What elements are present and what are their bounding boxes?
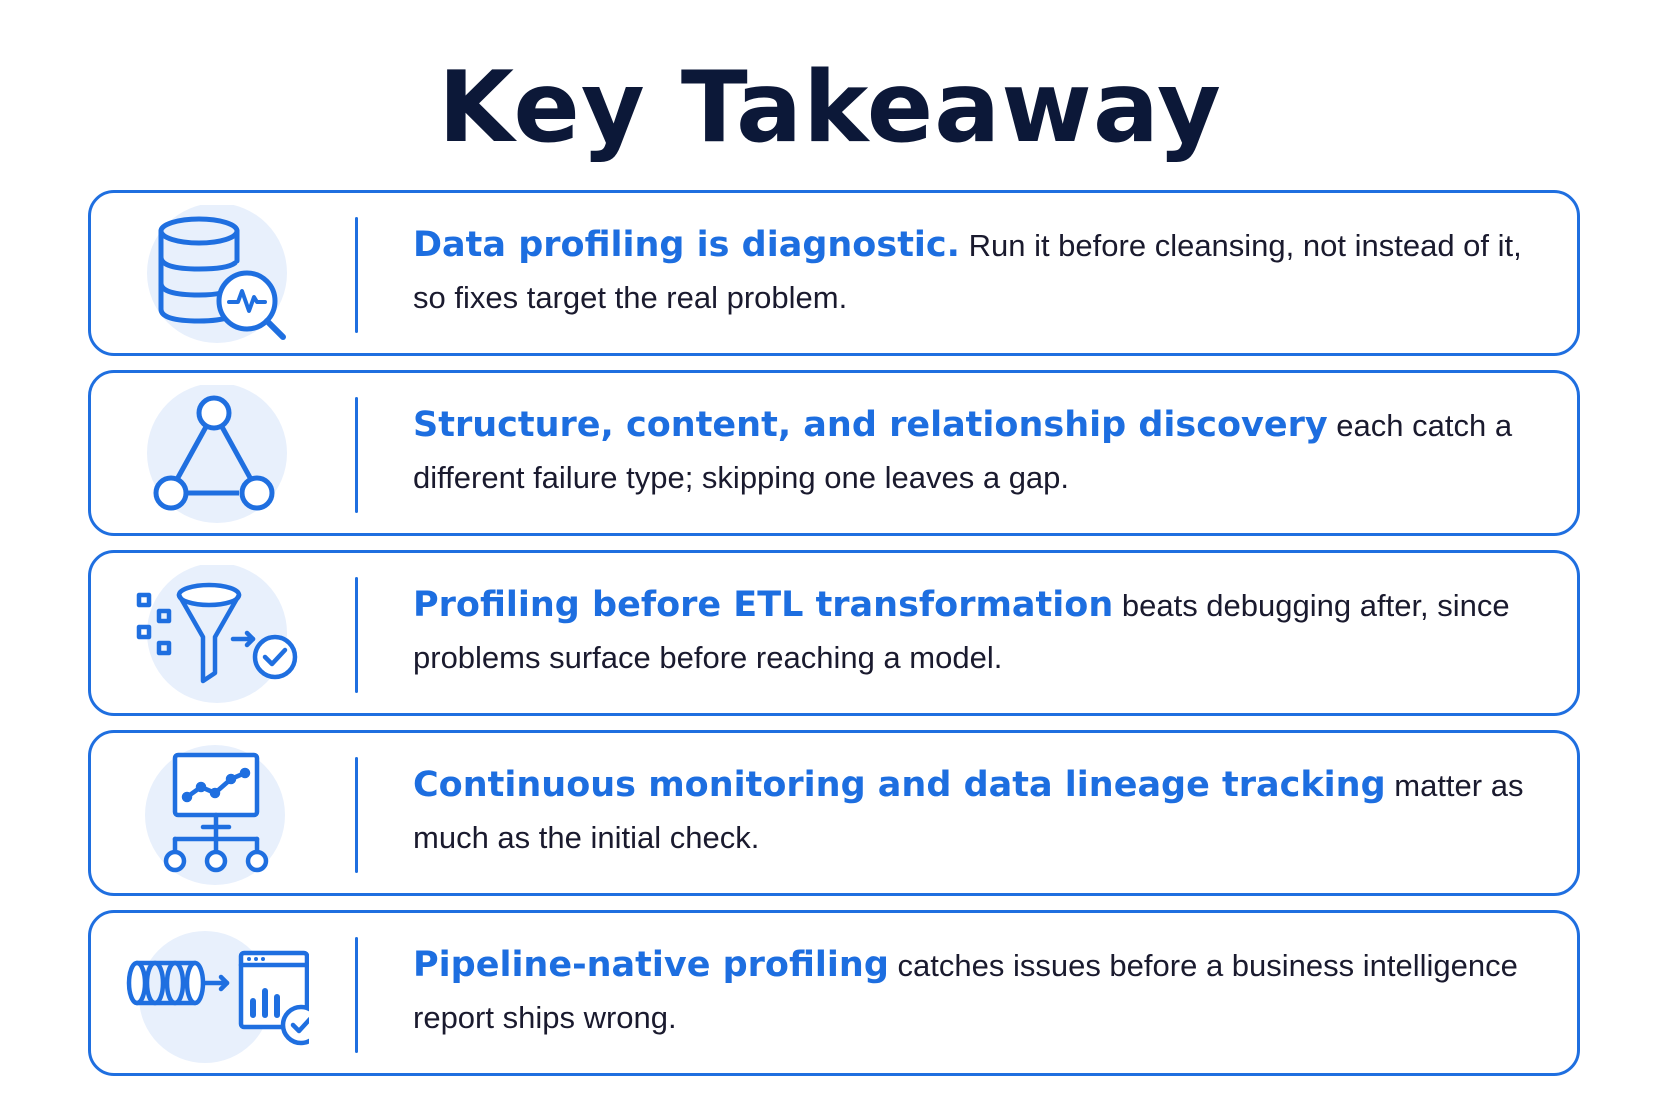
takeaway-card-profiling-diagnostic: Data profiling is diagnostic. Run it bef…: [88, 190, 1580, 356]
monitoring-lineage-icon: [119, 745, 309, 885]
takeaway-card-profiling-before-etl: Profiling before ETL transformation beat…: [88, 550, 1580, 716]
takeaway-text: Profiling before ETL transformation beat…: [413, 579, 1553, 684]
takeaway-card-continuous-monitoring: Continuous monitoring and data lineage t…: [88, 730, 1580, 896]
takeaway-lead: Continuous monitoring and data lineage t…: [413, 765, 1386, 805]
takeaway-text: Data profiling is diagnostic. Run it bef…: [413, 219, 1553, 324]
takeaway-lead: Profiling before ETL transformation: [413, 585, 1114, 625]
takeaway-lead: Structure, content, and relationship dis…: [413, 405, 1328, 445]
takeaway-list: Data profiling is diagnostic. Run it bef…: [88, 190, 1580, 1076]
takeaway-body: beats debugging after, since problems su…: [413, 588, 1510, 675]
page-title: Key Takeaway: [438, 51, 1222, 165]
takeaway-text: Continuous monitoring and data lineage t…: [413, 759, 1553, 864]
takeaway-body: catches issues before a business intelli…: [413, 948, 1518, 1035]
pipeline-dashboard-icon: [119, 925, 309, 1065]
card-divider: [355, 217, 358, 333]
takeaway-text: Structure, content, and relationship dis…: [413, 399, 1553, 504]
card-divider: [355, 397, 358, 513]
takeaway-lead: Pipeline-native profiling: [413, 945, 889, 985]
takeaway-body: matter as much as the initial check.: [413, 768, 1524, 855]
takeaway-body: each catch a different failure type; ski…: [413, 408, 1513, 495]
funnel-check-icon: [119, 565, 309, 705]
takeaway-text: Pipeline-native profiling catches issues…: [413, 939, 1553, 1044]
card-divider: [355, 757, 358, 873]
takeaway-body: Run it before cleansing, not instead of …: [413, 228, 1522, 315]
takeaway-card-discovery-types: Structure, content, and relationship dis…: [88, 370, 1580, 536]
takeaway-card-pipeline-native: Pipeline-native profiling catches issues…: [88, 910, 1580, 1076]
triangle-network-icon: [119, 385, 309, 525]
database-search-icon: [119, 205, 309, 345]
card-divider: [355, 937, 358, 1053]
takeaway-lead: Data profiling is diagnostic.: [413, 225, 960, 265]
card-divider: [355, 577, 358, 693]
